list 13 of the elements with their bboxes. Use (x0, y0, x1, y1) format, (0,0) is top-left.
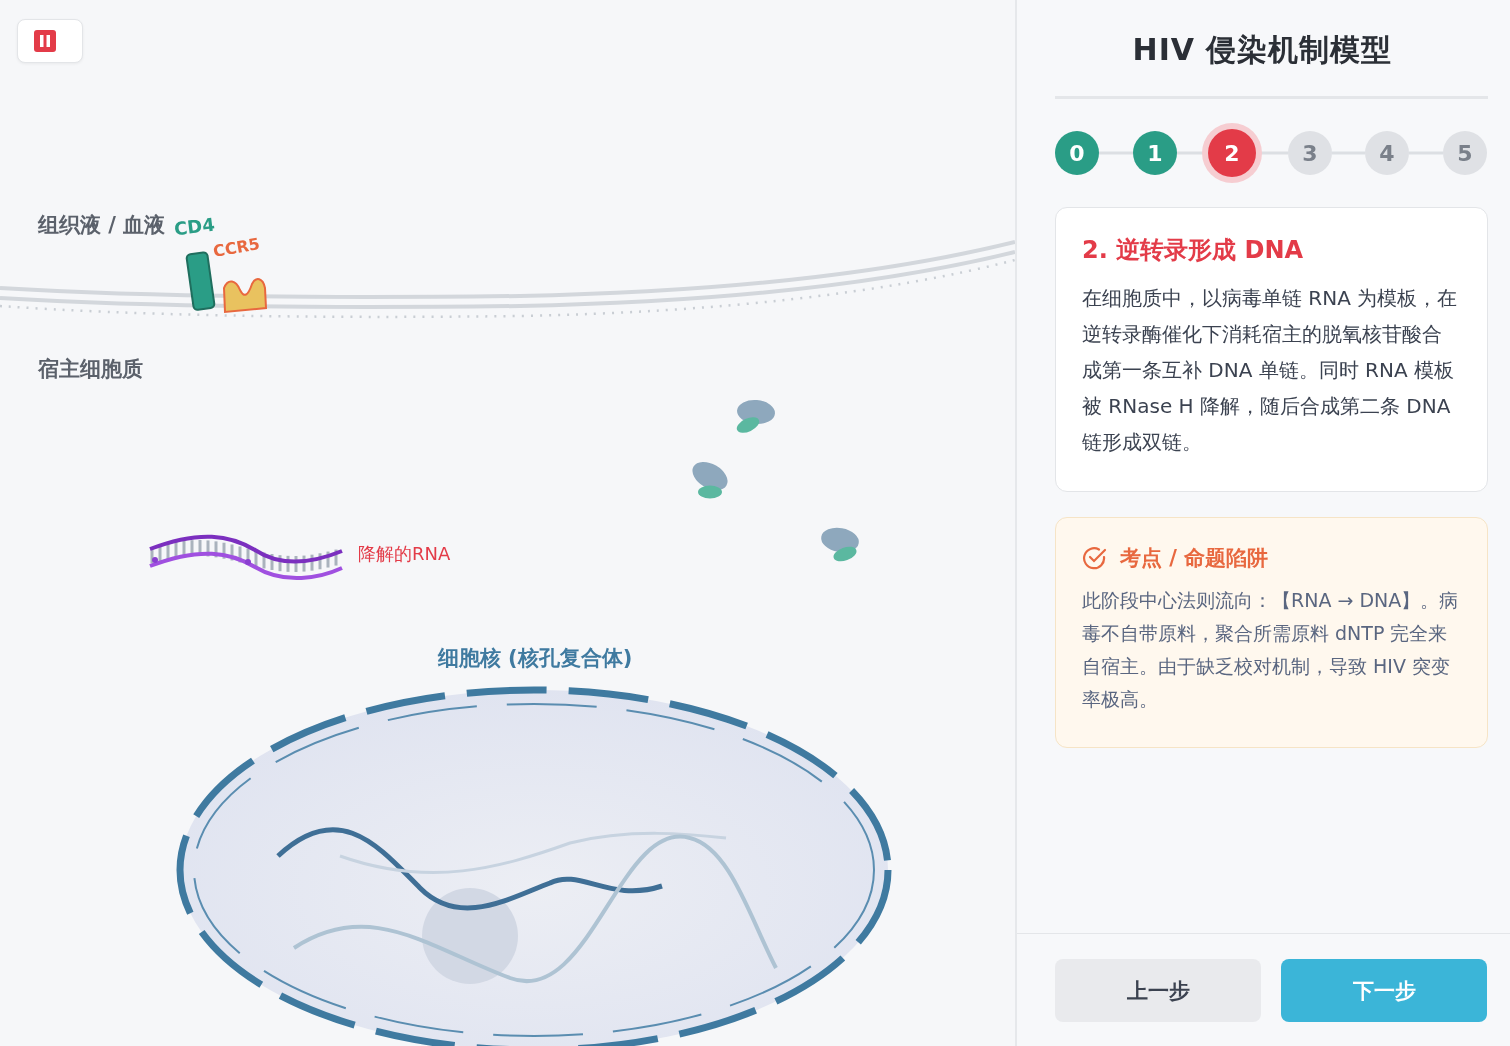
next-button: 下一步 (1281, 959, 1487, 1022)
card-text: 此阶段中心法则流向：【RNA → DNA】。病毒不自带原料，聚合所需原料 dNTP 完全来自宿主。由于缺乏校对机制，导致 HIV 突变率极高。 (1082, 588, 1460, 712)
tip-card (1055, 517, 1488, 748)
card-title: 2. 逆转录形成 DNA (1082, 235, 1304, 266)
info-card (1055, 207, 1488, 492)
region-label: 组织液 / 血液 (38, 212, 166, 239)
region-label: 宿主细胞质 (38, 356, 143, 383)
card-text: 在细胞质中，以病毒单链 RNA 为模板，在逆转录酶催化下消耗宿主的脱氧核苷酸合成第一条互补 DNA 单链。同时 RNA 模板被 RNase H 降解，随后合成第二条 DNA 链形成双链。 (1082, 285, 1459, 456)
panel-title: HIV 侵染机制模型 (1131, 31, 1394, 69)
card-title: 考点 / 命题陷阱 (1120, 545, 1269, 572)
previous-button: 上一步 (1055, 959, 1261, 1022)
annotation-label: 降解的RNA (358, 542, 451, 566)
nucleus-label: 细胞核 (核孔复合体) (436, 645, 634, 672)
